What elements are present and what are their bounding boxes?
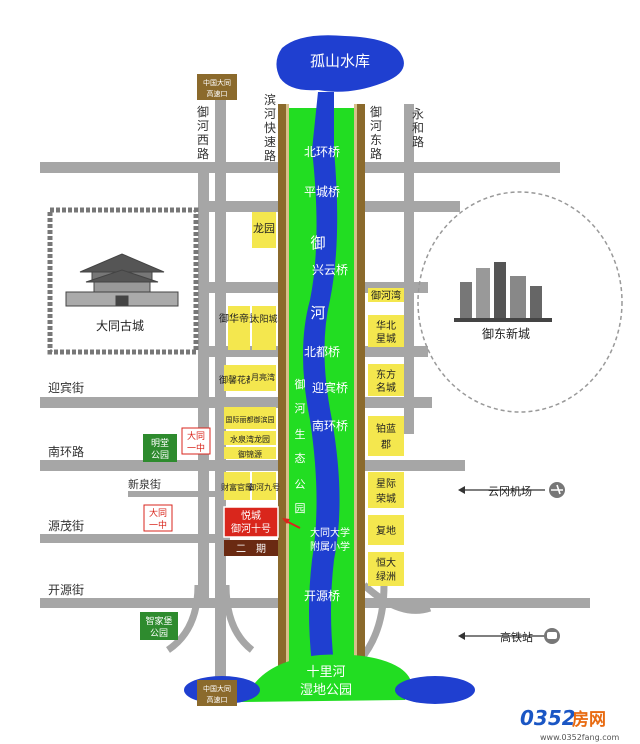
highlight-project[interactable]: 悦城 御河十号	[223, 506, 279, 538]
svg-text:荣城: 荣城	[376, 493, 396, 505]
highway-exit-south: 中国大同 高速口	[197, 680, 237, 706]
svg-text:财富官邸: 财富官邸	[221, 482, 253, 492]
school-marker-1: 大同 一中	[181, 427, 211, 455]
svg-text:星城: 星城	[376, 333, 396, 345]
school-label-1: 大同大学	[310, 526, 350, 539]
bridge-pingcheng: 平城桥	[304, 185, 340, 199]
svg-text:智家堡: 智家堡	[145, 615, 172, 627]
svg-text:一中: 一中	[149, 519, 167, 531]
road-label-kaiyuan: 开源街	[48, 583, 84, 597]
road-label-binhe-expressway: 滨河快速路	[264, 92, 276, 163]
old-city-tower-icon	[65, 253, 179, 307]
svg-text:御河九号: 御河九号	[248, 482, 280, 492]
interchange	[165, 582, 432, 663]
svg-text:龙园: 龙园	[253, 222, 275, 235]
svg-text:大同: 大同	[187, 430, 205, 442]
svg-text:御锦源: 御锦源	[238, 449, 262, 459]
bridge-yingbin: 迎宾桥	[312, 380, 348, 395]
bridge-nanhuan: 南环桥	[312, 418, 348, 433]
road-label-yuanmao: 源茂街	[48, 519, 84, 533]
expressways	[278, 104, 365, 672]
svg-text:御河十号: 御河十号	[231, 522, 271, 535]
svg-text:水泉湾龙园: 水泉湾龙园	[230, 434, 270, 444]
new-city-label: 御东新城	[482, 326, 530, 341]
svg-text:月亮湾: 月亮湾	[251, 372, 275, 382]
svg-text:东方: 东方	[376, 368, 396, 381]
svg-text:明堂: 明堂	[151, 437, 169, 449]
park-name-char-3: 生	[295, 427, 306, 441]
park-name-char-4: 态	[295, 452, 306, 465]
airport-label: 云冈机场	[488, 484, 532, 498]
svg-text:房网: 房网	[572, 709, 606, 730]
svg-text:绿洲: 绿洲	[376, 570, 396, 583]
wetland-park	[239, 654, 412, 702]
road-label-yingbin: 迎宾街	[48, 380, 84, 395]
svg-text:公园: 公园	[150, 628, 168, 639]
svg-text:中国大同: 中国大同	[203, 684, 231, 693]
park-name-char-1: 御	[295, 377, 306, 391]
svg-text:悦城: 悦城	[241, 509, 261, 522]
bridge-beihuan: 北环桥	[304, 145, 340, 159]
rail-label: 高铁站	[500, 630, 533, 644]
bridge-beidu: 北都桥	[304, 345, 340, 359]
park-name-char-5: 公	[295, 478, 306, 491]
park-zhijiabao: 智家堡 公园	[140, 612, 178, 640]
road-label-yonghe: 永和路	[412, 107, 424, 149]
svg-text:郡: 郡	[381, 439, 391, 451]
svg-text:铂蓝: 铂蓝	[376, 422, 396, 435]
road-label-yuhe-west: 御河西路	[197, 104, 209, 161]
svg-text:恒大: 恒大	[376, 556, 396, 569]
expressway-shoulders	[286, 104, 357, 672]
river-name-char-2: 河	[310, 304, 325, 322]
school-marker-2: 大同 一中	[143, 504, 173, 532]
svg-text:星际: 星际	[376, 478, 396, 490]
svg-text:www.0352fang.com: www.0352fang.com	[540, 733, 620, 742]
bridge-kaiyuan: 开源桥	[304, 589, 340, 603]
svg-text:高速口: 高速口	[207, 695, 228, 704]
river-name-char-1: 御	[310, 234, 325, 252]
old-city-label: 大同古城	[96, 318, 144, 333]
svg-text:二 期: 二 期	[236, 543, 266, 555]
wetland-label-2: 湿地公园	[300, 683, 352, 698]
phase-two-block: 二 期	[224, 540, 278, 556]
svg-text:太阳城: 太阳城	[250, 313, 277, 325]
school-label-2: 附属小学	[310, 540, 350, 553]
svg-text:御华帝景: 御华帝景	[219, 312, 259, 325]
svg-text:0352: 0352	[520, 706, 576, 730]
new-city-area	[417, 191, 623, 413]
park-name-char-2: 河	[295, 402, 306, 415]
park-name-char-6: 园	[295, 502, 306, 515]
highway-exit-north: 中国大同 高速口	[197, 74, 237, 100]
svg-text:国际丽都御滨园: 国际丽都御滨园	[226, 415, 275, 424]
vertical-roads	[198, 92, 414, 682]
road-label-xinquan: 新泉街	[128, 477, 161, 491]
svg-text:高速口: 高速口	[207, 89, 228, 98]
park-mingtang: 明堂 公园	[143, 434, 177, 462]
road-label-nanhuan: 南环路	[48, 444, 84, 459]
wetland-pond-right	[395, 676, 475, 704]
svg-text:中国大同: 中国大同	[203, 78, 231, 87]
bridge-xingyun: 兴云桥	[312, 263, 348, 277]
svg-text:复地: 复地	[376, 524, 396, 537]
svg-text:御河湾: 御河湾	[371, 289, 401, 302]
road-label-yuhe-east: 御河东路	[370, 104, 382, 161]
river-channel	[303, 92, 340, 665]
reservoir-lake	[276, 35, 404, 92]
svg-text:一中: 一中	[187, 442, 205, 454]
wetland-label-1: 十里河	[306, 665, 345, 680]
svg-text:名城: 名城	[376, 381, 396, 394]
site-watermark: 0352 房网 www.0352fang.com	[520, 706, 620, 742]
east-blocks: 御河湾 华北 星城 东方 名城 铂蓝 郡 星际 荣城 复地 恒大 绿洲	[368, 288, 404, 586]
svg-text:公园: 公园	[151, 450, 169, 461]
west-blocks: 龙园 御华帝景 太阳城 御馨花都 月亮湾 国际丽都御滨园 水泉湾龙园 御锦源 财…	[219, 212, 280, 500]
svg-text:大同: 大同	[149, 507, 167, 519]
reservoir-label: 孤山水库	[310, 52, 370, 70]
new-city-skyline-icon	[454, 262, 552, 322]
svg-text:华北: 华北	[376, 319, 396, 332]
svg-text:御馨花都: 御馨花都	[219, 374, 255, 386]
